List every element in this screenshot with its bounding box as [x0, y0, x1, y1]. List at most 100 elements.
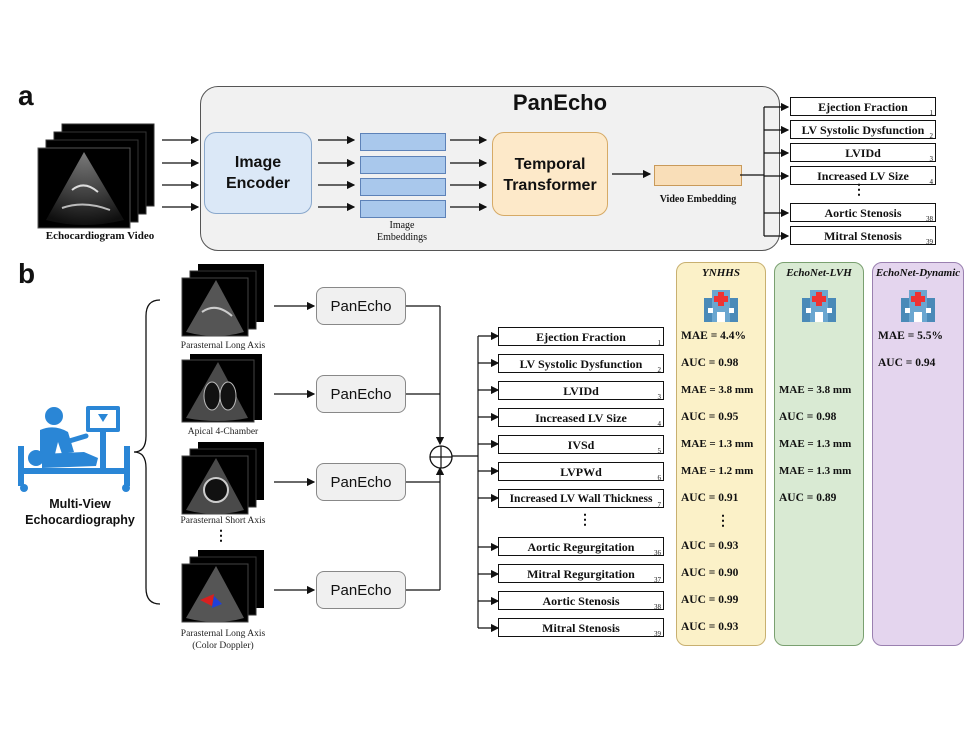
panel-b-task-branches [477, 331, 500, 633]
metric-ynhhs-6: MAE = 1.2 mm [681, 465, 754, 477]
task-number: 39 [926, 238, 933, 246]
echo-video-stack-icon [37, 123, 155, 229]
sum-node-icon [429, 445, 453, 469]
view-stack-a4c [181, 354, 262, 423]
task-label: LV Systolic Dysfunction [519, 357, 643, 371]
image-embedding-4 [360, 200, 446, 218]
panel-a-letter: a [18, 80, 34, 111]
embedding-arrows [450, 135, 488, 212]
panecho-box-2: PanEcho [316, 375, 406, 413]
video-embedding-box [654, 165, 742, 186]
view-stack-psax [181, 442, 264, 515]
task-number: 2 [657, 366, 662, 374]
task-number: 6 [657, 474, 662, 482]
task-label: LVIDd [845, 146, 881, 160]
multi-view-line-1: Multi-View [49, 497, 111, 511]
embeddings-line-1: Image [389, 220, 415, 231]
metric-ynhhs-ellipsis: ⋮ [716, 514, 730, 529]
metric-ynhhs-5: MAE = 1.3 mm [681, 438, 754, 450]
cohort-panel-echonet-lvh [774, 262, 864, 646]
task-number: 37 [654, 576, 661, 584]
metric-lvh-4: AUC = 0.98 [779, 411, 837, 423]
task-number: 39 [654, 630, 661, 638]
panecho-box-3: PanEcho [316, 463, 406, 501]
task-number: 4 [657, 420, 662, 428]
panel-b-task-38: Aortic Stenosis 38 [498, 591, 664, 611]
multi-view-label: Multi-View Echocardiography [10, 496, 150, 528]
embeddings-line-2: Embeddings [377, 232, 427, 243]
cohort-panel-echonet-dynamic [872, 262, 964, 646]
metric-ynhhs-38: AUC = 0.99 [681, 594, 739, 606]
metric-lvh-6: MAE = 1.3 mm [779, 465, 852, 477]
panel-a-task-2: LV Systolic Dysfunction 2 [790, 120, 936, 140]
task-label: Ejection Fraction [818, 100, 908, 114]
panel-b-task-7: Increased LV Wall Thickness 7 [498, 489, 664, 509]
view-label-plax-doppler: Parasternal Long Axis (Color Doppler) [160, 628, 286, 652]
encoder-line-1: Image [234, 154, 282, 171]
view-label-plax-doppler-line-2: (Color Doppler) [192, 641, 254, 651]
panel-a-ellipsis: ⋮ [852, 183, 866, 198]
views-brace [133, 299, 161, 605]
metric-ynhhs-39: AUC = 0.93 [681, 621, 739, 633]
image-embeddings-label: Image Embeddings [360, 220, 444, 244]
task-label: IVSd [567, 438, 595, 452]
task-label: LVPWd [560, 465, 602, 479]
task-number: 7 [657, 501, 662, 509]
input-video-label: Echocardiogram Video [45, 230, 155, 242]
cohort-title-ynhhs: YNHHS [702, 267, 740, 279]
metric-ynhhs-7: AUC = 0.91 [681, 492, 739, 504]
metric-dynamic-1: MAE = 5.5% [878, 330, 944, 342]
transformer-arrow [612, 169, 652, 179]
panel-a-task-39: Mitral Stenosis 39 [790, 226, 936, 246]
panel-b-task-6: LVPWd 6 [498, 462, 664, 482]
metric-lvh-5: MAE = 1.3 mm [779, 438, 852, 450]
panecho-box-4: PanEcho [316, 571, 406, 609]
cohort-title-echonet-dynamic: EchoNet-Dynamic [875, 267, 961, 279]
task-label: Ejection Fraction [536, 330, 626, 344]
task-number: 4 [929, 178, 934, 186]
sonographer-patient-icon [18, 406, 130, 492]
panel-a-task-3: LVIDd 3 [790, 143, 936, 163]
task-label: Aortic Stenosis [542, 594, 620, 608]
task-label: Increased LV Wall Thickness [509, 493, 653, 505]
video-embedding-label: Video Embedding [659, 194, 737, 205]
task-number: 2 [929, 132, 934, 140]
metric-ynhhs-2: AUC = 0.98 [681, 357, 739, 369]
view-stack-plax-doppler [181, 550, 264, 623]
task-number: 38 [926, 215, 933, 223]
panel-a-task-1: Ejection Fraction 1 [790, 97, 936, 117]
task-number: 1 [929, 109, 934, 117]
encoder-arrows [318, 135, 356, 212]
task-label: Mitral Regurgitation [527, 567, 635, 581]
panel-b-letter: b [18, 258, 36, 289]
image-encoder-label: Image Encoder [204, 152, 312, 194]
metric-ynhhs-37: AUC = 0.90 [681, 567, 739, 579]
transformer-line-2: Transformer [503, 177, 597, 194]
task-number: 3 [929, 155, 934, 163]
task-label: Increased LV Size [817, 169, 909, 183]
cohort-title-echonet-lvh: EchoNet-LVH [786, 267, 852, 279]
task-label: Mitral Stenosis [824, 229, 902, 243]
view-label-a4c: Apical 4-Chamber [187, 427, 259, 437]
task-label: LV Systolic Dysfunction [801, 123, 925, 137]
task-number: 3 [657, 393, 662, 401]
image-embedding-1 [360, 133, 446, 151]
task-number: 38 [654, 603, 661, 611]
image-embedding-3 [360, 178, 446, 196]
view-label-psax: Parasternal Short Axis [180, 516, 266, 526]
metric-ynhhs-36: AUC = 0.93 [681, 540, 739, 552]
input-arrows [162, 135, 200, 212]
temporal-transformer-label: Temporal Transformer [492, 154, 608, 196]
image-encoder-box [204, 132, 312, 214]
panel-b-task-2: LV Systolic Dysfunction 2 [498, 354, 664, 374]
fusion-lines [406, 305, 478, 591]
task-label: Aortic Regurgitation [527, 540, 635, 554]
metric-ynhhs-1: MAE = 4.4% [681, 330, 747, 342]
